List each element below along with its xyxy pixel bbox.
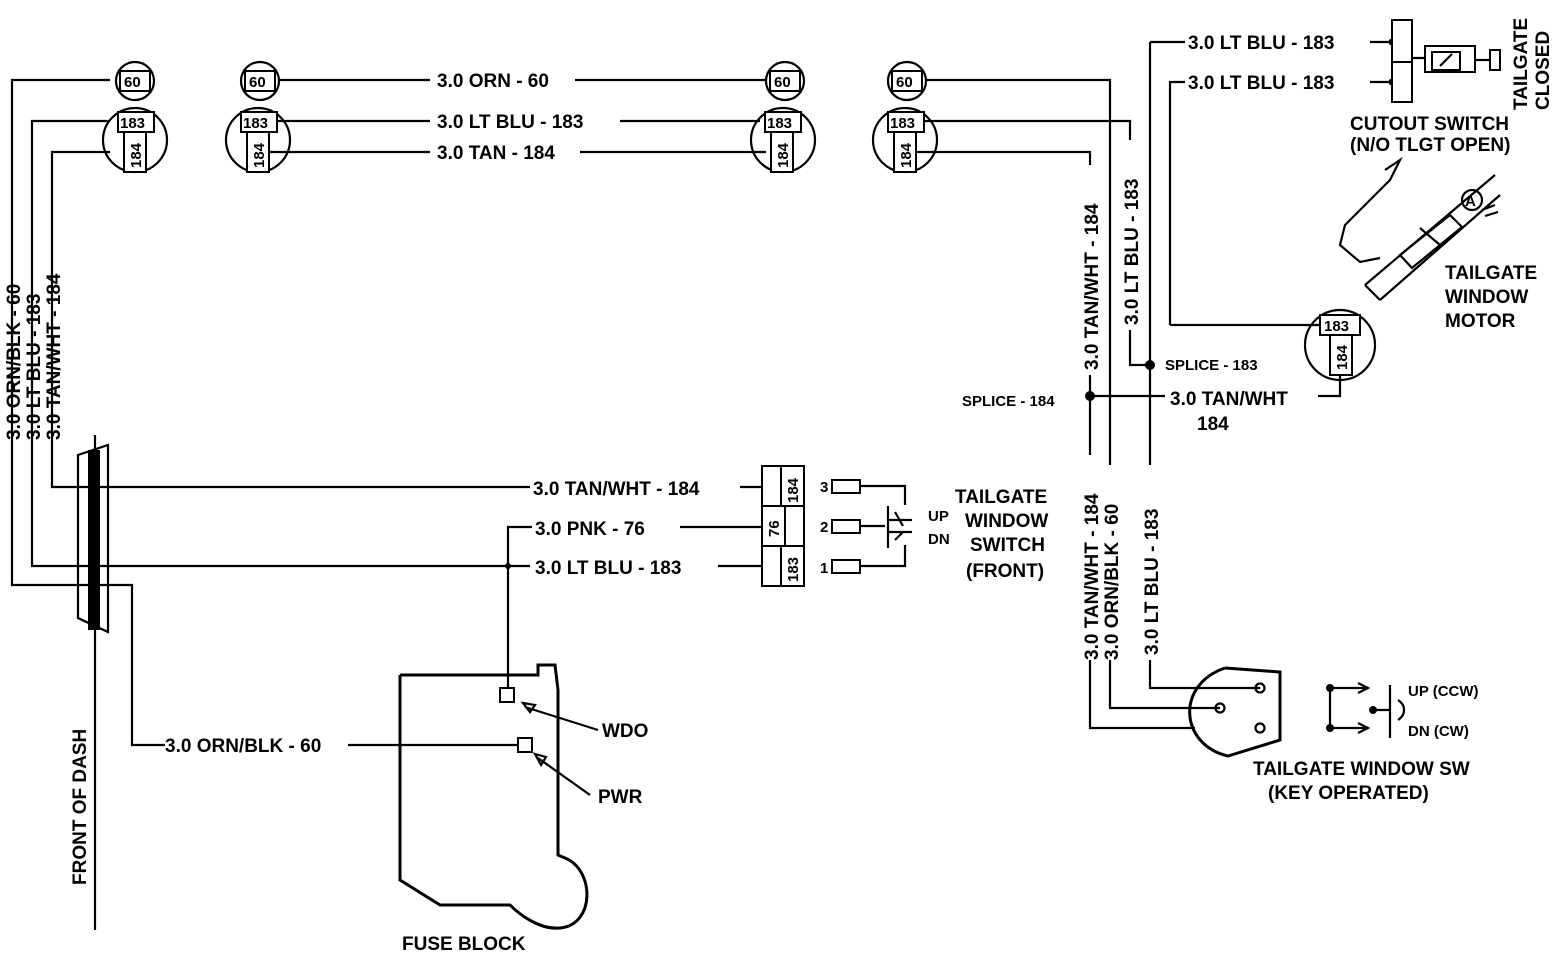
svg-text:UP (CCW): UP (CCW) xyxy=(1408,683,1479,700)
label-pwr: PWR xyxy=(598,787,643,808)
svg-text:183: 183 xyxy=(120,115,145,132)
cutout-switch: TAILGATE CLOSED CUTOUT SWITCH (N/O TLGT … xyxy=(1350,18,1554,156)
wire-ornblk-60-left xyxy=(10,78,165,747)
label-ltblu-183-rh-upper: 3.0 LT BLU - 183 xyxy=(1122,179,1143,325)
label-front-switch-1: TAILGATE xyxy=(955,487,1047,508)
svg-text:DN: DN xyxy=(928,531,950,548)
svg-text:184: 184 xyxy=(775,142,792,168)
svg-text:3: 3 xyxy=(820,479,828,496)
label-tailgate-closed-2: CLOSED xyxy=(1533,31,1554,110)
svg-text:184: 184 xyxy=(1334,344,1351,370)
label-splice-184: SPLICE - 184 xyxy=(962,393,1055,410)
top-wires-segment: 3.0 ORN - 60 3.0 LT BLU - 183 3.0 TAN - … xyxy=(269,71,766,164)
svg-text:184: 184 xyxy=(785,477,802,503)
label-ltblu-183-vertical: 3.0 LT BLU - 183 xyxy=(24,294,45,440)
label-cutout-switch: CUTOUT SWITCH xyxy=(1350,114,1509,135)
middle-wires: 3.0 TAN/WHT - 184 3.0 PNK - 76 3.0 LT BL… xyxy=(105,479,762,680)
label-ltblu-183-cutout-bottom: 3.0 LT BLU - 183 xyxy=(1188,73,1334,94)
label-motor-1: TAILGATE xyxy=(1445,263,1537,284)
svg-text:183: 183 xyxy=(1324,318,1349,335)
label-ltblu-183-rh-lower: 3.0 LT BLU - 183 xyxy=(1142,509,1163,655)
label-tan-184: 3.0 TAN - 184 xyxy=(437,143,555,164)
front-of-dash-bulkhead: FRONT OF DASH xyxy=(70,435,110,930)
svg-text:183: 183 xyxy=(890,115,915,132)
svg-text:183: 183 xyxy=(785,557,802,582)
svg-text:183: 183 xyxy=(243,115,268,132)
fuse-block: WDO PWR FUSE BLOCK 3.0 ORN/BLK - 60 xyxy=(165,663,648,954)
label-ornblk-60-vertical: 3.0 ORN/BLK - 60 xyxy=(4,284,25,440)
svg-text:1: 1 xyxy=(820,560,828,577)
svg-text:183: 183 xyxy=(767,115,792,132)
label-tailgate-closed-1: TAILGATE xyxy=(1511,18,1532,110)
svg-text:60: 60 xyxy=(774,74,791,91)
right-harness: 3.0 LT BLU - 183 3.0 TAN/WHT - 184 3.0 L… xyxy=(916,33,1396,730)
label-key-switch-2: (KEY OPERATED) xyxy=(1268,783,1429,804)
svg-text:DN (CW): DN (CW) xyxy=(1408,723,1469,740)
label-ornblk-60-rh-lower: 3.0 ORN/BLK - 60 xyxy=(1102,504,1123,660)
svg-text:UP: UP xyxy=(928,508,949,525)
label-tanwht-184-vertical: 3.0 TAN/WHT - 184 xyxy=(44,273,65,440)
connector-group-2: 60 183 184 xyxy=(224,60,292,174)
label-front-switch-2: WINDOW xyxy=(965,511,1048,532)
label-fuse-block: FUSE BLOCK xyxy=(402,934,526,954)
label-tanwht-184-rh-lower: 3.0 TAN/WHT - 184 xyxy=(1082,493,1103,660)
label-key-switch-1: TAILGATE WINDOW SW xyxy=(1253,759,1470,780)
wire-ltblu-183-left xyxy=(30,119,110,568)
label-splice-183: SPLICE - 183 xyxy=(1165,357,1258,374)
label-tanwht-184-rh-upper: 3.0 TAN/WHT - 184 xyxy=(1082,203,1103,370)
connector-group-4: 60 183 184 xyxy=(871,60,939,174)
label-ltblu-183-top: 3.0 LT BLU - 183 xyxy=(437,112,583,133)
front-connector-block: 184 76 183 xyxy=(761,465,805,587)
svg-text:184: 184 xyxy=(251,142,268,168)
tailgate-window-sw-key: UP (CCW) DN (CW) TAILGATE WINDOW SW (KEY… xyxy=(1188,666,1479,804)
svg-text:76: 76 xyxy=(766,520,783,537)
label-motor-3: MOTOR xyxy=(1445,311,1516,332)
label-front-of-dash: FRONT OF DASH xyxy=(70,729,91,885)
label-ornblk-60-fuse: 3.0 ORN/BLK - 60 xyxy=(165,736,321,757)
tailgate-window-motor: A TAILGATE WINDOW MOTOR 183 184 xyxy=(1303,156,1537,382)
connector-group-1: 60 183 184 xyxy=(101,60,169,174)
left-harness: 3.0 ORN/BLK - 60 3.0 LT BLU - 183 3.0 TA… xyxy=(4,78,165,747)
svg-text:2: 2 xyxy=(820,519,828,536)
svg-text:60: 60 xyxy=(249,74,266,91)
label-front-switch-4: (FRONT) xyxy=(966,561,1044,582)
svg-text:184: 184 xyxy=(898,142,915,168)
label-184-motor: 184 xyxy=(1197,414,1229,435)
label-front-switch-3: SWITCH xyxy=(970,535,1045,556)
svg-text:184: 184 xyxy=(128,142,145,168)
svg-text:60: 60 xyxy=(124,74,141,91)
svg-text:A: A xyxy=(1465,193,1476,210)
label-orn-60: 3.0 ORN - 60 xyxy=(437,71,549,92)
label-cutout-note: (N/O TLGT OPEN) xyxy=(1350,135,1510,156)
label-pnk-76: 3.0 PNK - 76 xyxy=(535,519,645,540)
label-wdo: WDO xyxy=(602,721,648,742)
label-tanwht-184-mid: 3.0 TAN/WHT - 184 xyxy=(533,479,700,500)
label-ltblu-183-cutout-top: 3.0 LT BLU - 183 xyxy=(1188,33,1334,54)
label-tanwht-motor: 3.0 TAN/WHT xyxy=(1170,389,1288,410)
label-motor-2: WINDOW xyxy=(1445,287,1528,308)
svg-text:60: 60 xyxy=(896,74,913,91)
connector-group-3: 60 183 184 xyxy=(749,60,817,174)
tailgate-window-switch-front: 3 2 1 UP DN TAILGATE WINDOW SWITCH (FRON… xyxy=(820,479,1048,582)
label-ltblu-183-mid: 3.0 LT BLU - 183 xyxy=(535,558,681,579)
